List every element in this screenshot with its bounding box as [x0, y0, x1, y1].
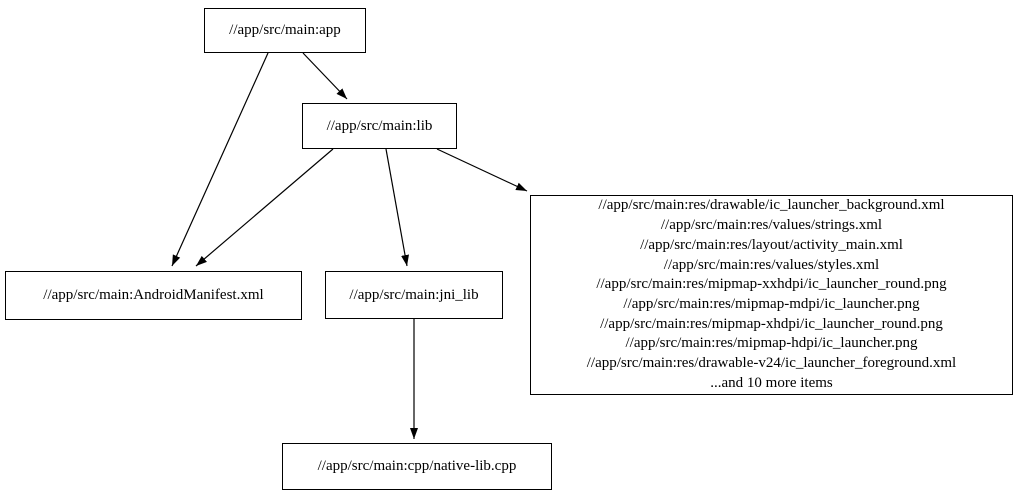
node-app-label: //app/src/main:app	[229, 22, 341, 38]
node-native-lib-cpp-label: //app/src/main:cpp/native-lib.cpp	[317, 458, 517, 474]
res-file-line: //app/src/main:res/values/styles.xml	[663, 256, 880, 273]
res-file-line: //app/src/main:res/mipmap-hdpi/ic_launch…	[625, 335, 918, 352]
res-more-items-line: ...and 10 more items	[710, 374, 833, 391]
node-android-manifest: //app/src/main:AndroidManifest.xml	[5, 271, 302, 320]
node-android-manifest-label: //app/src/main:AndroidManifest.xml	[43, 287, 264, 303]
res-file-line: //app/src/main:res/drawable-v24/ic_launc…	[586, 355, 957, 372]
node-jni-lib: //app/src/main:jni_lib	[325, 271, 503, 319]
res-file-line: //app/src/main:res/mipmap-xxhdpi/ic_laun…	[596, 276, 947, 293]
res-file-line: //app/src/main:res/drawable/ic_launcher_…	[598, 197, 945, 214]
edge-app-to-android-manifest	[171, 52, 269, 267]
edge-lib-to-res-files	[436, 148, 528, 192]
res-file-line: //app/src/main:res/layout/activity_main.…	[640, 236, 903, 253]
res-file-line: //app/src/main:res/values/strings.xml	[660, 217, 883, 234]
node-native-lib-cpp: //app/src/main:cpp/native-lib.cpp	[282, 443, 552, 490]
edge-app-to-lib	[302, 52, 348, 100]
edge-lib-to-android-manifest	[195, 148, 334, 267]
edge-lib-to-jni-lib	[385, 148, 409, 267]
node-lib: //app/src/main:lib	[302, 103, 457, 149]
res-file-line: //app/src/main:res/mipmap-mdpi/ic_launch…	[623, 296, 920, 312]
node-res-files: //app/src/main:res/drawable/ic_launcher_…	[530, 195, 1013, 395]
node-jni-lib-label: //app/src/main:jni_lib	[349, 286, 479, 303]
res-file-line: //app/src/main:res/mipmap-xhdpi/ic_launc…	[600, 315, 943, 332]
node-app: //app/src/main:app	[204, 8, 366, 53]
node-lib-label: //app/src/main:lib	[326, 117, 433, 134]
